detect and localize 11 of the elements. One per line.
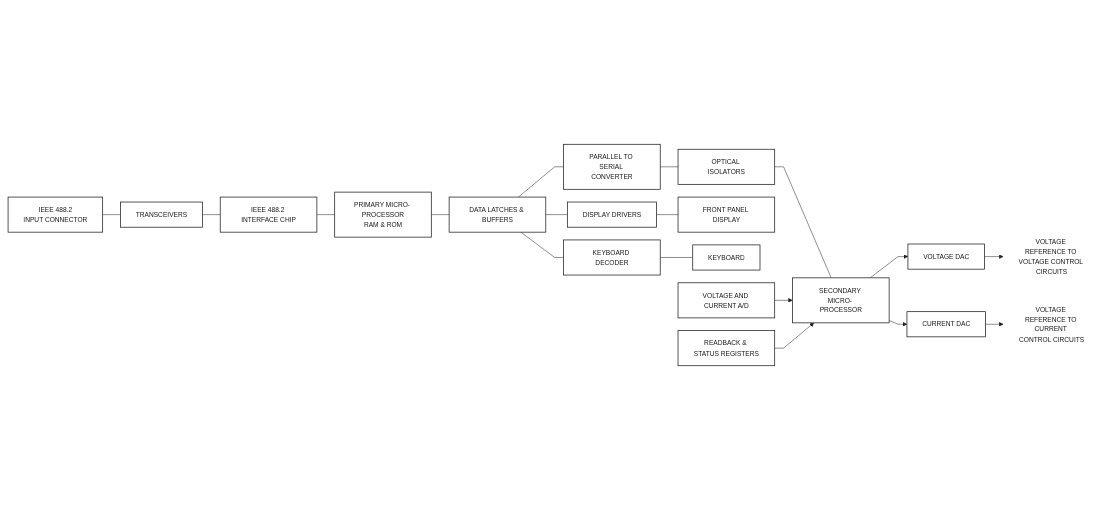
connector <box>518 166 564 198</box>
connector <box>659 166 679 168</box>
connector <box>774 166 832 279</box>
connector <box>102 214 121 215</box>
connector <box>316 214 335 215</box>
connector <box>656 214 679 215</box>
connector <box>520 231 564 258</box>
connector <box>202 214 221 215</box>
connector <box>431 214 450 215</box>
connector <box>545 214 568 215</box>
connector <box>659 257 693 258</box>
